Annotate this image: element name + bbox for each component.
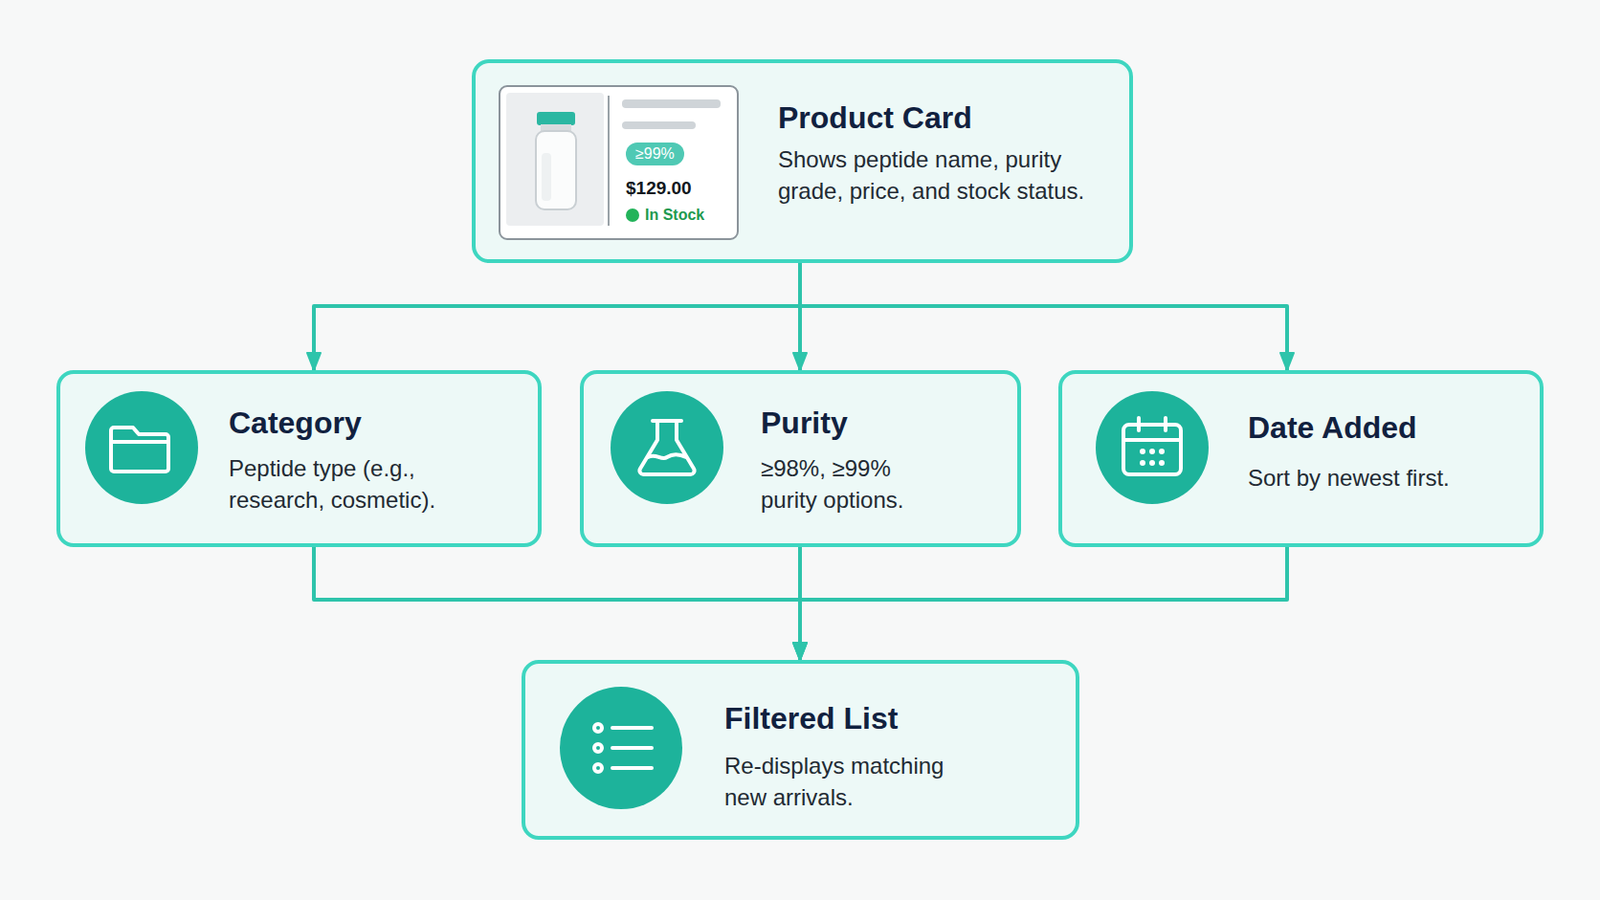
flask-icon bbox=[639, 421, 694, 475]
node-title: Date Added bbox=[1247, 409, 1418, 446]
image-area bbox=[506, 92, 604, 226]
node-description: Peptide type (e.g., research, cosmetic). bbox=[228, 452, 516, 516]
node-description: Shows peptide name, purity grade, price,… bbox=[777, 143, 1118, 207]
calendar-icon bbox=[1123, 418, 1181, 475]
vial-shine bbox=[541, 153, 552, 201]
purity-badge: ≥99% bbox=[625, 142, 685, 166]
list-icon bbox=[594, 724, 652, 773]
node-description: ≥98%, ≥99% purity options. bbox=[760, 452, 948, 516]
stock-status: In Stock bbox=[625, 205, 705, 225]
node-description: Re-displays matching new arrivals. bbox=[724, 750, 978, 814]
flow-connector bbox=[313, 545, 800, 661]
vial-neck bbox=[540, 124, 572, 133]
flow-connector bbox=[800, 545, 1288, 661]
vial-cap bbox=[536, 111, 576, 126]
filter-box: Date AddedSort by newest first. bbox=[1058, 370, 1544, 548]
node-title: Purity bbox=[760, 404, 848, 442]
filter-box: CategoryPeptide type (e.g., research, co… bbox=[56, 370, 542, 548]
card-divider bbox=[607, 95, 610, 226]
icon-circle bbox=[85, 391, 199, 505]
vial-body bbox=[535, 131, 577, 210]
icon-circle bbox=[610, 391, 724, 505]
product-card-preview: ≥99% $129.00 In Stock bbox=[498, 85, 739, 241]
icon-circle bbox=[1095, 391, 1209, 505]
result-box: Filtered ListRe-displays matching new ar… bbox=[521, 660, 1080, 841]
flow-connector bbox=[800, 261, 1288, 371]
node-title: Product Card bbox=[777, 99, 973, 136]
placeholder-bar bbox=[622, 99, 721, 109]
node-description: Sort by newest first. bbox=[1247, 462, 1526, 494]
folder-icon bbox=[111, 427, 169, 472]
price-text: $129.00 bbox=[625, 177, 692, 200]
placeholder-bar bbox=[622, 121, 696, 130]
flow-connector bbox=[313, 261, 800, 371]
product-card-box: Product CardShows peptide name, purity g… bbox=[471, 59, 1134, 264]
node-title: Category bbox=[228, 404, 362, 442]
node-title: Filtered List bbox=[724, 700, 898, 737]
icon-circle bbox=[559, 687, 683, 810]
filter-box: Purity ≥98%, ≥99% purity options. bbox=[579, 370, 1022, 548]
calendar-dots bbox=[1139, 448, 1165, 467]
